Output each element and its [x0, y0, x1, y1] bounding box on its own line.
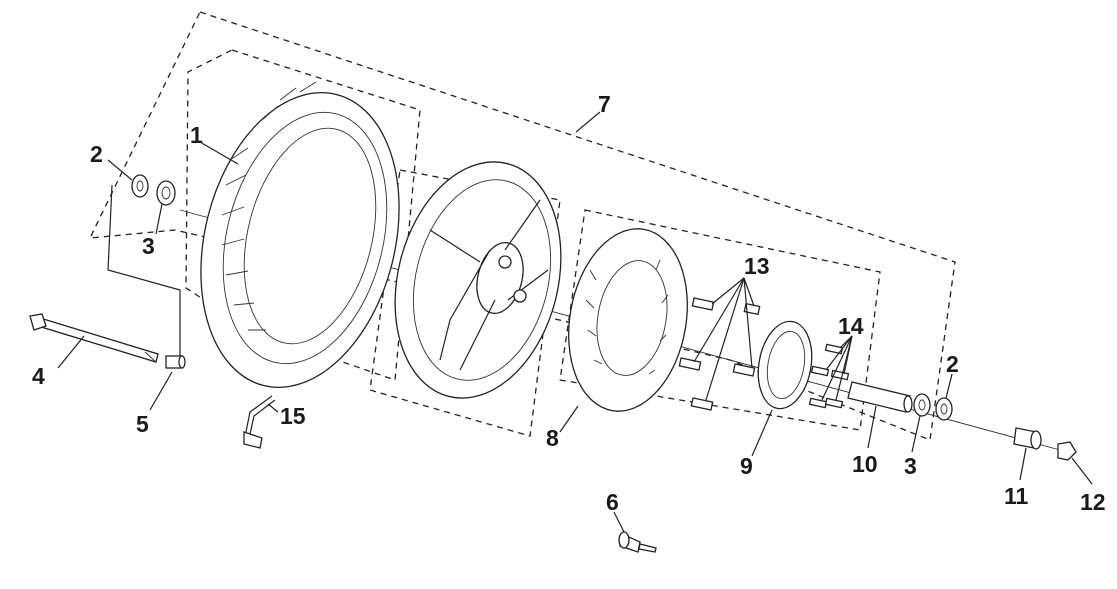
callout-7: 7: [598, 91, 611, 117]
callout-3-right: 3: [904, 453, 917, 479]
axle: [29, 313, 159, 363]
brake-disc: [568, 228, 688, 412]
bracket-link: [107, 184, 181, 356]
callout-15: 15: [280, 403, 306, 429]
callout-11: 11: [1004, 483, 1029, 509]
callout-1: 1: [190, 122, 203, 148]
wheel-rim: [394, 161, 562, 399]
callout-14: 14: [838, 313, 864, 339]
ring-bolts: [808, 343, 850, 409]
right-collar: [1013, 427, 1042, 450]
axle-nut: [1057, 441, 1077, 461]
callout-8: 8: [546, 425, 559, 451]
callout-12: 12: [1080, 489, 1106, 515]
tone-ring: [757, 320, 813, 410]
rim-group-outline: [369, 169, 561, 437]
left-bearing-and-seal: [131, 174, 176, 206]
callout-3-left: 3: [142, 233, 155, 259]
callout-13: 13: [744, 253, 770, 279]
left-collar: [165, 355, 186, 369]
callout-10: 10: [852, 451, 878, 477]
callout-9: 9: [740, 453, 753, 479]
angled-valve: [243, 395, 276, 449]
callout-4: 4: [32, 363, 45, 389]
callout-5: 5: [136, 411, 149, 437]
callout-6: 6: [606, 489, 619, 515]
callout-2-left: 2: [90, 141, 103, 167]
spacer-tube: [847, 381, 913, 413]
tire-valve: [618, 531, 657, 553]
disc-bolts: [678, 297, 761, 411]
disc-group-outline: [559, 209, 881, 431]
tire: [200, 81, 400, 388]
callout-2-right: 2: [946, 351, 959, 377]
leader-lines: [57, 111, 1093, 533]
right-bearing-and-seal: [913, 393, 953, 421]
